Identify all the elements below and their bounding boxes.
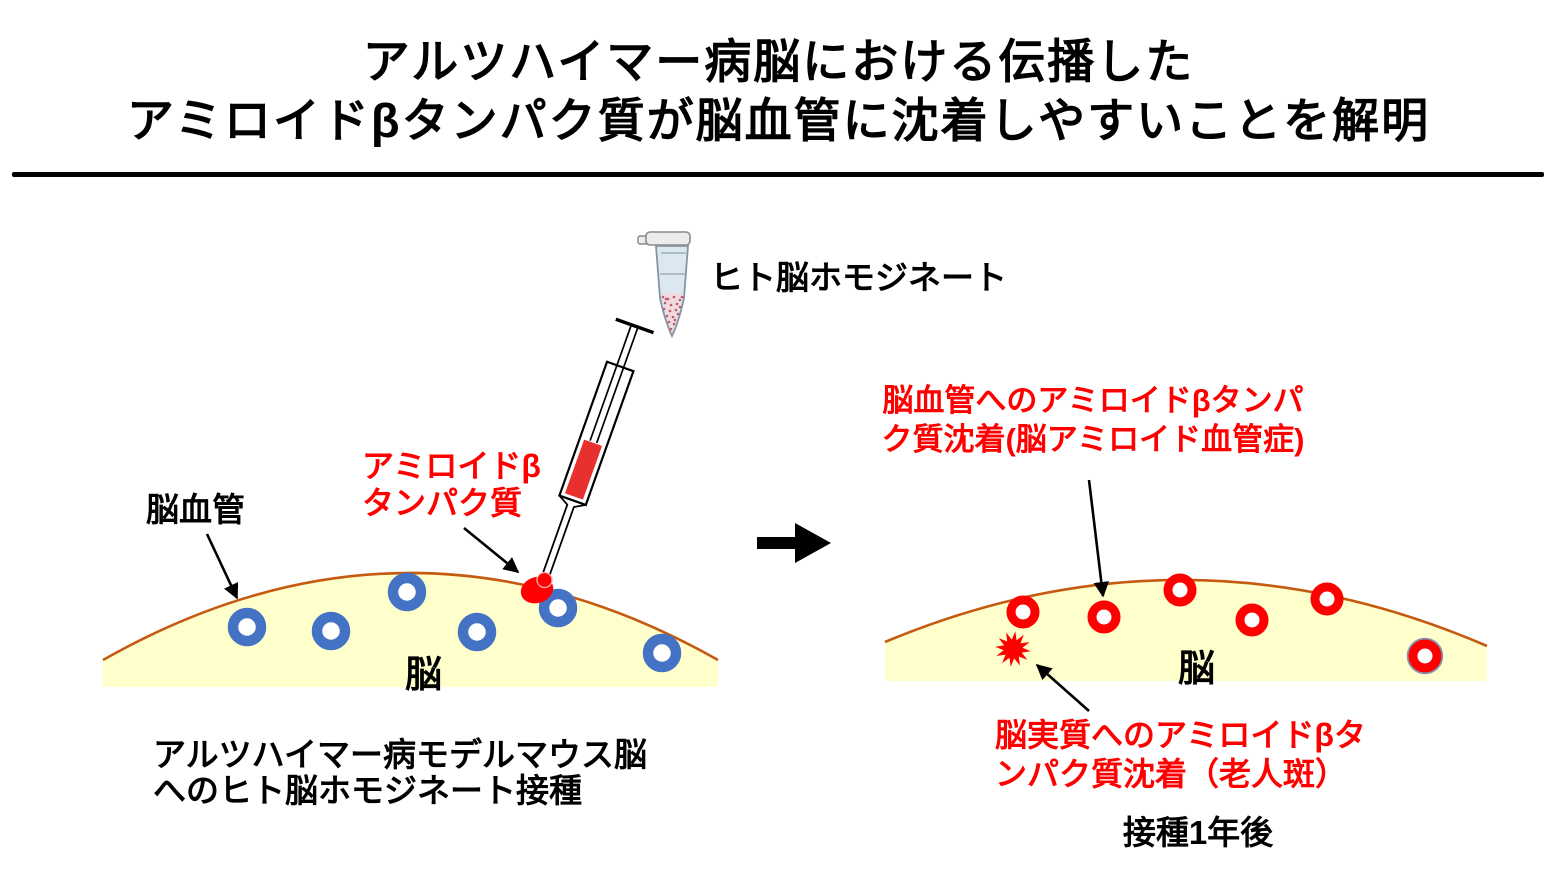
homogenate-speckle xyxy=(662,307,666,311)
blood-vessel-ring xyxy=(538,588,578,628)
homogenate-speckle xyxy=(665,314,669,318)
homogenate-speckle xyxy=(672,295,676,299)
blood-vessel-ring xyxy=(227,607,267,647)
amyloid-vessel-ring xyxy=(1235,603,1269,637)
homogenate-speckle xyxy=(678,298,682,302)
amyloid-vessel-ring xyxy=(1087,600,1121,634)
homogenate-speckle xyxy=(680,295,684,299)
homogenate-speckle xyxy=(676,312,680,316)
title-divider xyxy=(12,172,1544,177)
senile-plaque-starburst xyxy=(995,631,1031,667)
amyloid-protein-label: アミロイドβ タンパク質 xyxy=(362,448,541,522)
plaque-label-arrow xyxy=(1035,663,1090,712)
left-caption-line1: アルツハイマー病モデルマウス脳 xyxy=(153,736,648,773)
homogenate-speckle xyxy=(673,318,677,322)
homogenate-speckle xyxy=(667,320,671,324)
page-title: アルツハイマー病脳における伝播した アミロイドβタンパク質が脳血管に沈着しやすい… xyxy=(0,32,1557,150)
blood-vessels-left xyxy=(227,572,682,673)
homogenate-speckle xyxy=(668,309,672,313)
caa-deposit-label: 脳血管へのアミロイドβタンパ ク質沈着(脳アミロイド血管症) xyxy=(858,381,1328,459)
homogenate-speckle xyxy=(678,305,682,309)
amyloid-vessel-ring xyxy=(1310,582,1344,616)
homogenate-speckle xyxy=(674,308,678,312)
blood-vessel-ring xyxy=(457,612,497,652)
caa-deposit-label-line1: 脳血管へのアミロイドβタンパ xyxy=(882,383,1304,418)
homogenate-speckle xyxy=(671,315,675,319)
blood-vessel-ring xyxy=(311,611,351,651)
blood-vessel-ring xyxy=(387,572,427,612)
amyloid-vessel-ring xyxy=(1006,595,1040,629)
caa-label-arrow xyxy=(1087,479,1110,598)
microtube-icon xyxy=(637,231,691,339)
amyloid-protein-label-line2: タンパク質 xyxy=(362,485,523,521)
homogenate-speckle xyxy=(664,297,668,301)
amyloid-label-arrow xyxy=(463,526,520,574)
homogenate-speckle xyxy=(666,297,670,301)
left-caption-line2: へのヒト脳ホモジネート接種 xyxy=(153,772,582,809)
amyloid-protein-label-line1: アミロイドβ xyxy=(362,448,541,484)
senile-plaque-label-line1: 脳実質へのアミロイドβタ xyxy=(995,717,1366,753)
amyloid-deposit-blob xyxy=(520,571,554,604)
homogenate-speckle xyxy=(669,303,673,307)
page-title-line1: アルツハイマー病脳における伝播した xyxy=(362,35,1195,88)
brain-label-left: 脳 xyxy=(405,654,442,695)
caa-deposit-label-line2: ク質沈着(脳アミロイド血管症) xyxy=(881,422,1305,457)
amyloid-vessel-ring xyxy=(1163,573,1197,607)
blood-vessel-ring xyxy=(642,633,682,673)
senile-plaque-label-line2: ンパク質沈着（老人斑） xyxy=(995,756,1348,792)
amyloid-laden-vessels-right xyxy=(1006,573,1444,675)
left-caption: アルツハイマー病モデルマウス脳 へのヒト脳ホモジネート接種 xyxy=(153,737,647,809)
syringe-icon xyxy=(542,317,655,576)
homogenate-speckle xyxy=(672,322,676,326)
homogenate-speckle xyxy=(663,301,667,305)
homogenate-speckle xyxy=(669,327,673,331)
senile-plaque-shape xyxy=(995,631,1031,667)
brain-label-right: 脳 xyxy=(1178,648,1215,689)
tube-label: ヒト脳ホモジネート xyxy=(710,259,1007,296)
syringe-amyloid-liquid xyxy=(564,439,603,500)
page-title-line2: アミロイドβタンパク質が脳血管に沈着しやすいことを解明 xyxy=(126,94,1431,147)
right-caption: 接種1年後 xyxy=(1122,814,1274,851)
transition-arrow-icon xyxy=(757,523,831,563)
senile-plaque-label: 脳実質へのアミロイドβタ ンパク質沈着（老人斑） xyxy=(995,716,1366,794)
homogenate-speckle xyxy=(675,302,679,306)
vessel-label: 脳血管 xyxy=(146,491,245,528)
vessel-label-arrow xyxy=(205,533,239,600)
amyloid-vessel-ring xyxy=(1408,639,1442,673)
homogenate-speckle xyxy=(661,295,665,299)
